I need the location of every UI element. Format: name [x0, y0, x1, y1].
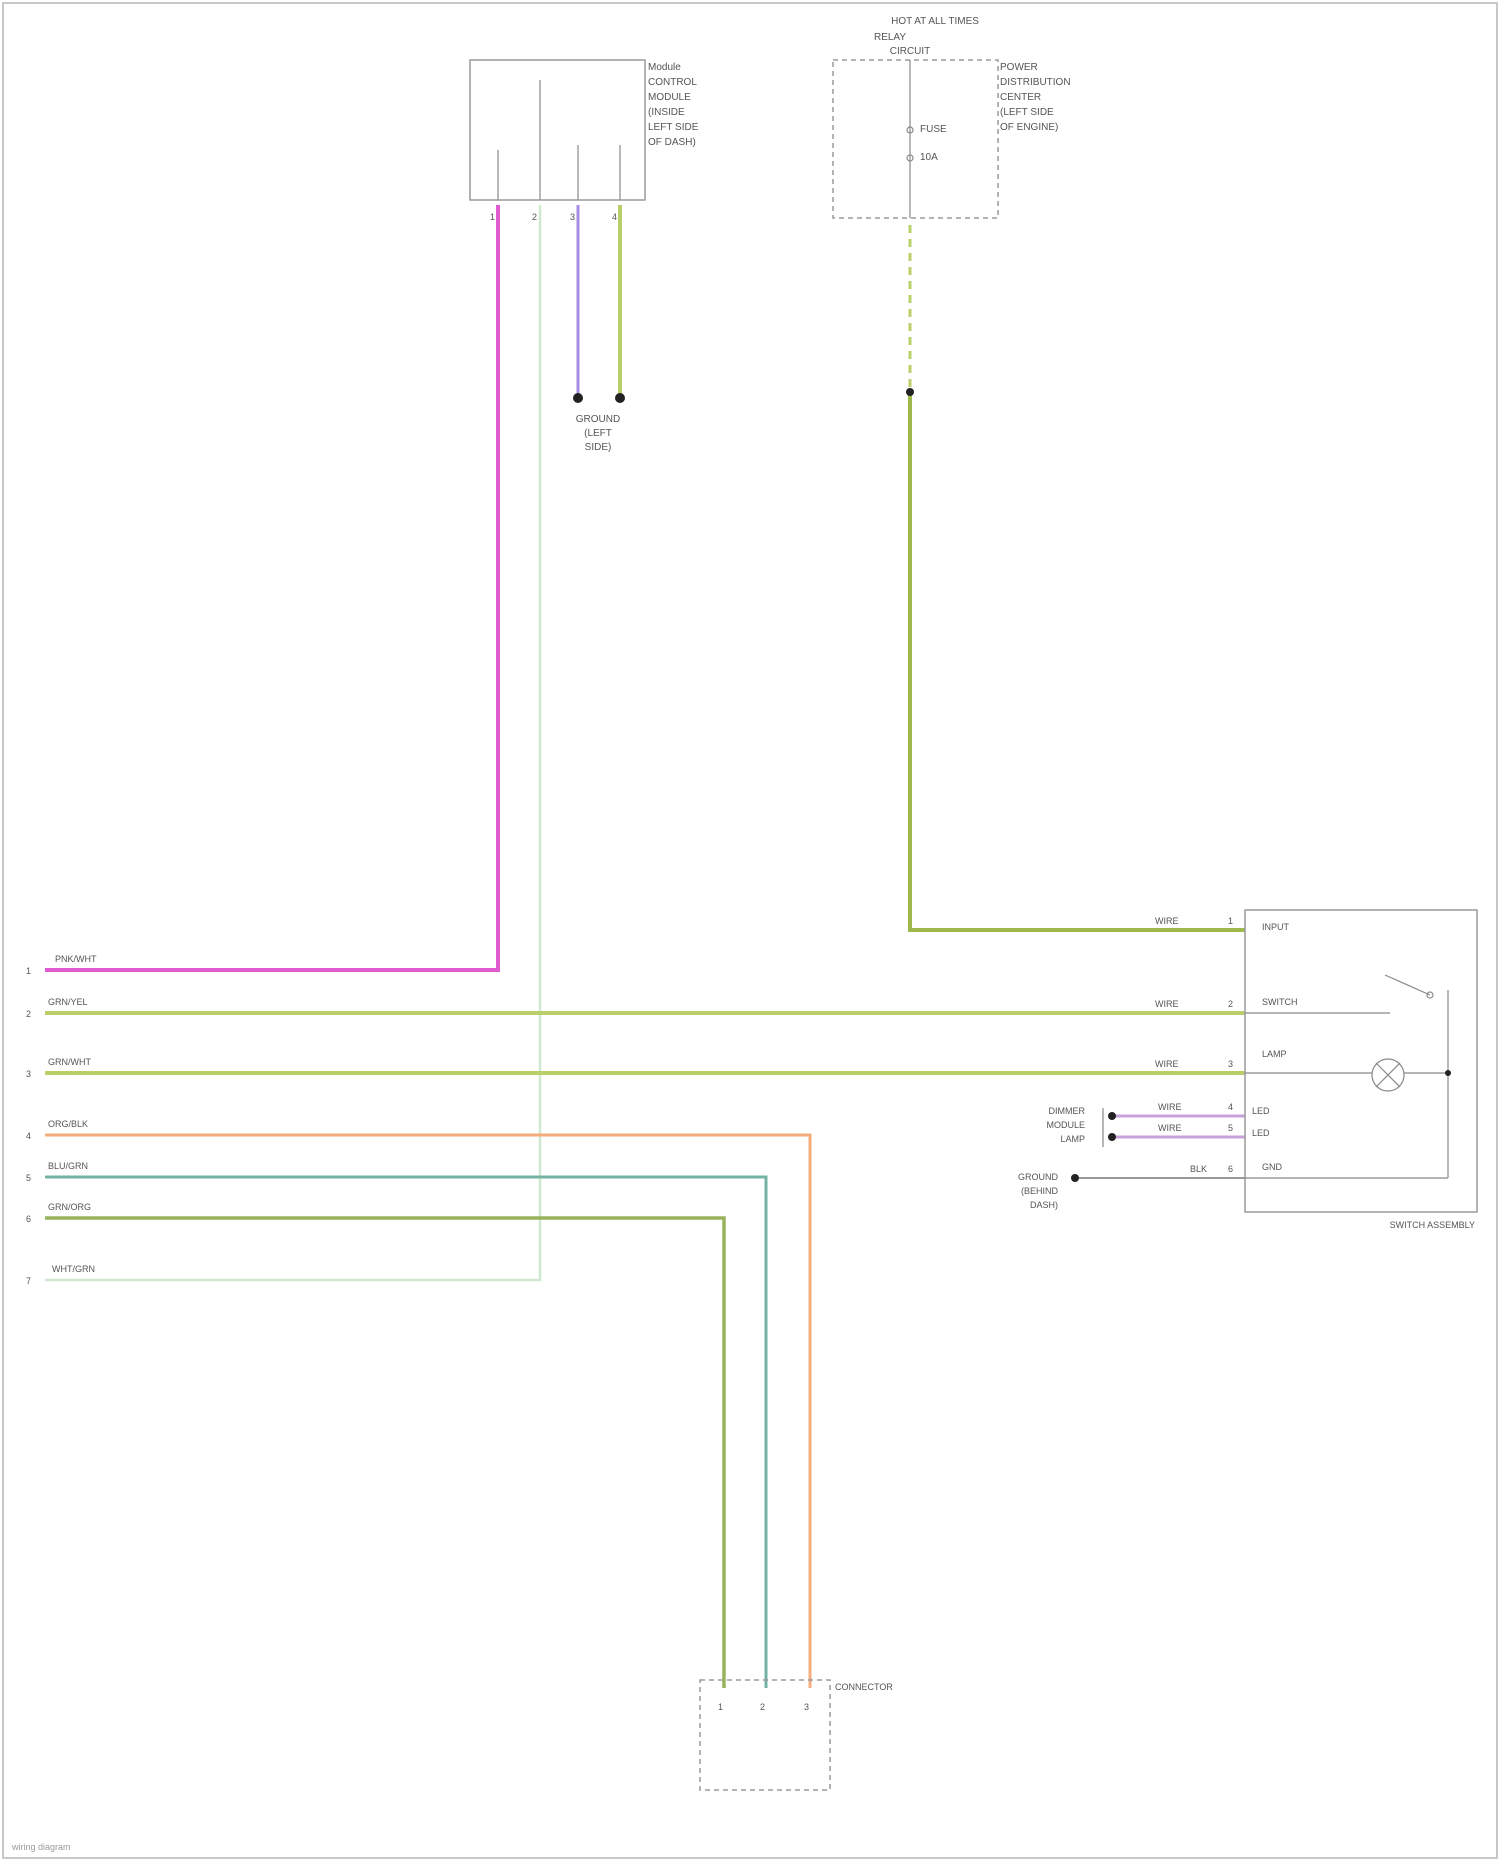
fuse-box-outline — [833, 60, 998, 218]
left-rails: 1 PNK/WHT 2 GRN/YEL 3 GRN/WHT 4 ORG/BLK … — [26, 954, 97, 1286]
switch-wire-4: WIRE — [1158, 1102, 1182, 1112]
top-ground-caption-2: (LEFT — [584, 428, 612, 439]
led-ref-caption-3: LAMP — [1060, 1134, 1085, 1144]
switch-blade — [1385, 975, 1430, 995]
rail-label-4: ORG/BLK — [48, 1119, 88, 1129]
wire-rail-6 — [45, 1218, 724, 1688]
switch-wire-6: BLK — [1190, 1164, 1207, 1174]
led-ref-caption-1: DIMMER — [1049, 1106, 1086, 1116]
ground-ref-dot — [1071, 1174, 1079, 1182]
switch-wire-3: WIRE — [1155, 1059, 1179, 1069]
top-module-caption-3: (INSIDE — [648, 107, 685, 118]
rail-num-7: 7 — [26, 1276, 31, 1286]
fuse-box-caption-1: POWER — [1000, 62, 1038, 73]
rail-num-4: 4 — [26, 1131, 31, 1141]
bottom-connector-pin-1: 1 — [718, 1702, 723, 1712]
top-module-pin-2: 2 — [532, 212, 537, 222]
switch-wire-5: WIRE — [1158, 1123, 1182, 1133]
bottom-connector: 1 2 3 CONNECTOR — [700, 1680, 893, 1790]
rail-num-2: 2 — [26, 1009, 31, 1019]
rail-label-3: GRN/WHT — [48, 1057, 91, 1067]
footer-text: wiring diagram — [11, 1842, 71, 1852]
ground-dot-lime — [615, 393, 625, 403]
rail-label-1: PNK/WHT — [55, 954, 97, 964]
top-module-caption-5: OF DASH) — [648, 137, 696, 148]
led-ref-caption-2: MODULE — [1046, 1120, 1085, 1130]
switch-pin-3: 3 — [1228, 1059, 1233, 1069]
wire-pale-green — [45, 205, 540, 1280]
ground-ref-caption-3: DASH) — [1030, 1200, 1058, 1210]
wire-fuse-feed — [910, 392, 1245, 930]
rail-label-5: BLU/GRN — [48, 1161, 88, 1171]
fuse-box-header-3: CIRCUIT — [890, 46, 931, 57]
fuse-box-caption-5: OF ENGINE) — [1000, 122, 1058, 133]
led-ref-dot-1 — [1108, 1112, 1116, 1120]
switch-pin-2: 2 — [1228, 999, 1233, 1009]
fuse-box-caption-3: CENTER — [1000, 92, 1041, 103]
switch-pin-1: 1 — [1228, 916, 1233, 926]
switch-internal-4: LED — [1252, 1106, 1270, 1116]
ground-ref-caption-2: (BEHIND — [1021, 1186, 1059, 1196]
switch-internal-3: LAMP — [1262, 1049, 1287, 1059]
switch-internal-2: SWITCH — [1262, 997, 1298, 1007]
top-module-caption-1: CONTROL — [648, 77, 697, 88]
fuse-rating: 10A — [920, 152, 938, 163]
top-module-pin-3: 3 — [570, 212, 575, 222]
bottom-connector-pin-3: 3 — [804, 1702, 809, 1712]
switch-internal-6: GND — [1262, 1162, 1283, 1172]
ground-ref-caption-1: GROUND — [1018, 1172, 1058, 1182]
fuse-label: FUSE — [920, 124, 947, 135]
bottom-connector-pin-2: 2 — [760, 1702, 765, 1712]
fuse-box-header-1: HOT AT ALL TIMES — [891, 16, 979, 27]
top-ground-caption-1: GROUND — [576, 414, 620, 425]
wire-rail-5 — [45, 1177, 766, 1688]
rail-label-6: GRN/ORG — [48, 1202, 91, 1212]
top-module-caption-4: LEFT SIDE — [648, 122, 699, 133]
ground-dot-purple — [573, 393, 583, 403]
top-module-pin-4: 4 — [612, 212, 617, 222]
fuse-box-header-2: RELAY — [874, 32, 906, 43]
rail-label-7: WHT/GRN — [52, 1264, 95, 1274]
switch-internal-5: LED — [1252, 1128, 1270, 1138]
fuse-box-caption-4: (LEFT SIDE — [1000, 107, 1054, 118]
top-ground-caption-3: SIDE) — [585, 442, 612, 453]
top-module-name: Module — [648, 62, 681, 73]
led-ref-dot-2 — [1108, 1133, 1116, 1141]
lamp-junction — [1445, 1070, 1451, 1076]
rail-label-2: GRN/YEL — [48, 997, 88, 1007]
switch-pin-6: 6 — [1228, 1164, 1233, 1174]
top-module: 1 2 3 4 Module CONTROL MODULE (INSIDE LE… — [470, 60, 699, 222]
switch-pin-5: 5 — [1228, 1123, 1233, 1133]
fuse-box-caption-2: DISTRIBUTION — [1000, 77, 1071, 88]
bottom-connector-caption: CONNECTOR — [835, 1682, 893, 1692]
switch-pin-4: 4 — [1228, 1102, 1233, 1112]
bottom-connector-outline — [700, 1680, 830, 1790]
rail-num-1: 1 — [26, 966, 31, 976]
control-switch-caption: SWITCH ASSEMBLY — [1390, 1220, 1475, 1230]
top-module-pin-1: 1 — [490, 212, 495, 222]
switch-internal-1: INPUT — [1262, 922, 1290, 932]
rail-num-6: 6 — [26, 1214, 31, 1224]
switch-wire-2: WIRE — [1155, 999, 1179, 1009]
rail-num-3: 3 — [26, 1069, 31, 1079]
top-module-caption-2: MODULE — [648, 92, 691, 103]
wire-pink — [45, 205, 498, 970]
top-module-box — [470, 60, 645, 200]
wire-layer — [45, 205, 1245, 1688]
fuse-box: HOT AT ALL TIMES RELAY CIRCUIT FUSE 10A … — [833, 16, 1071, 218]
splice-dot — [906, 388, 914, 396]
rail-num-5: 5 — [26, 1173, 31, 1183]
control-switch: INPUT SWITCH LAMP LED LED GND 1 2 3 4 5 … — [1155, 910, 1477, 1230]
switch-wire-1: WIRE — [1155, 916, 1179, 926]
